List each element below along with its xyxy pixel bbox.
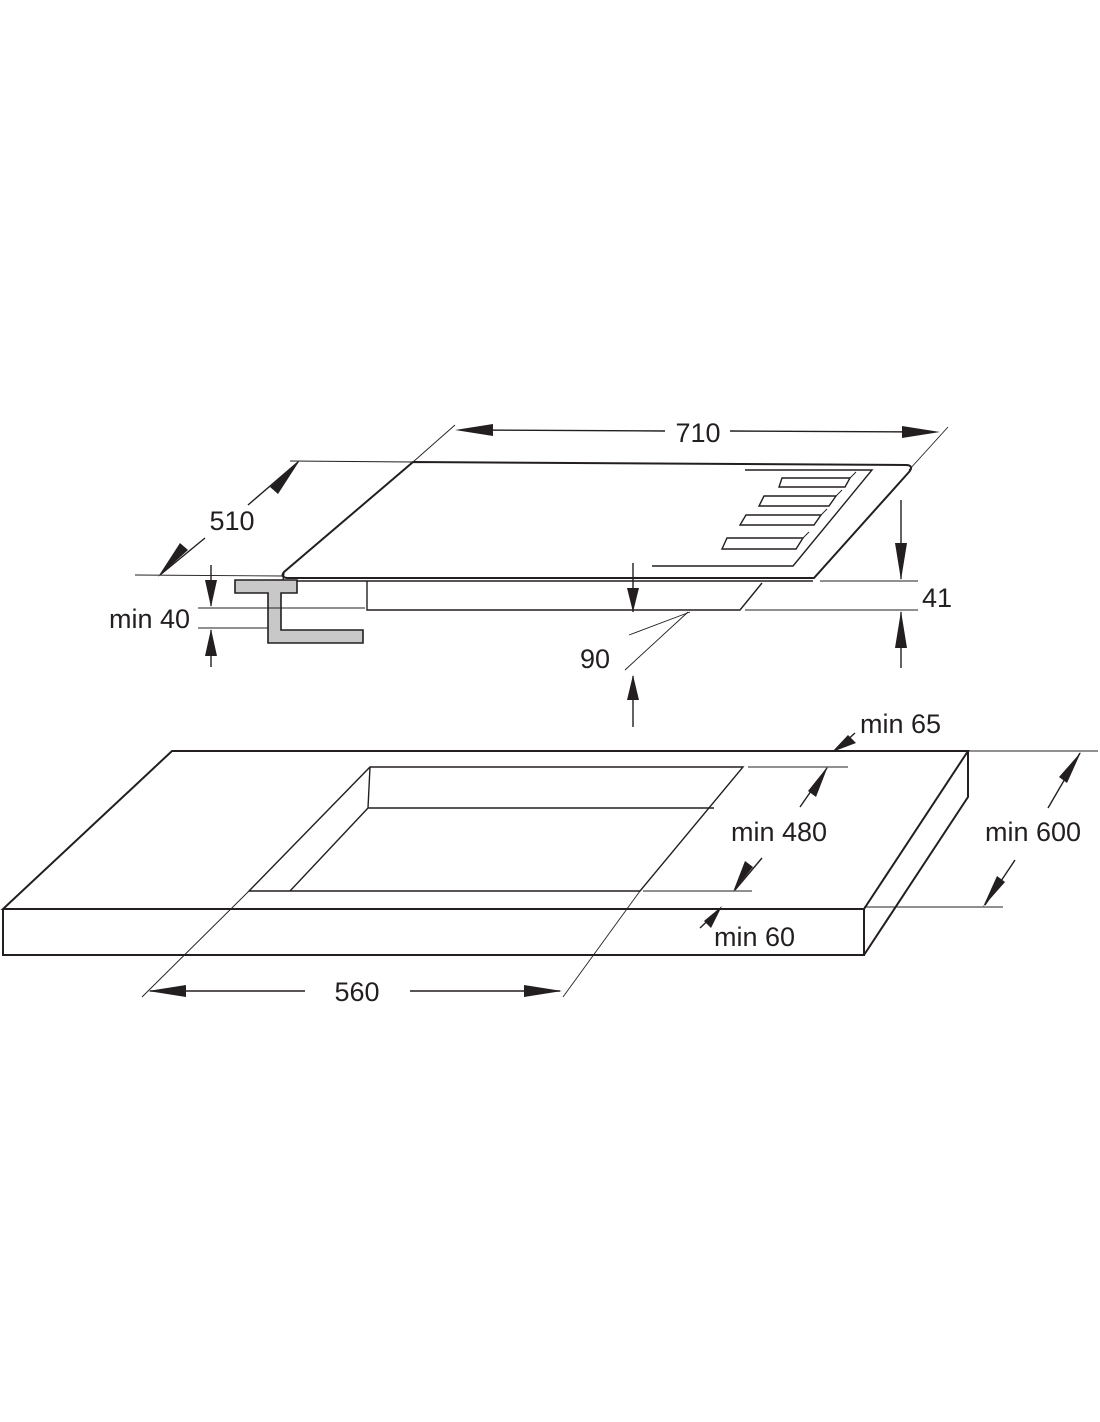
dim-min-480: min 480 [643,766,828,892]
dim-min-65-label: min 65 [860,709,941,739]
dim-min-480-label: min 480 [731,817,827,847]
dim-min-600-label: min 600 [985,817,1081,847]
dim-41-label: 41 [922,583,952,613]
dim-710: 710 [412,418,949,471]
worktop-side-face [863,751,969,956]
dim-90: 90 [580,563,691,727]
hob-control-strip [652,469,874,567]
knob-4 [720,537,805,550]
dim-510-label: 510 [209,506,254,536]
worktop-cutout-inner [289,766,714,892]
dim-min-600: min 600 [864,752,1081,908]
dim-min-65: min 65 [748,709,1098,768]
knob-3 [738,514,823,526]
knob-1 [778,477,852,488]
worktop-front-face [2,909,865,956]
dim-min-60: min 60 [699,906,795,952]
dim-510: 510 [134,460,414,577]
hob-top-plate [281,460,913,579]
hob-appliance [281,460,913,611]
dim-560-label: 560 [334,977,379,1007]
dim-90-label: 90 [580,644,610,674]
dim-min-60-label: min 60 [714,922,795,952]
knob-2 [757,495,838,507]
dim-560: 560 [141,890,641,1007]
hob-plate-edge [282,571,813,582]
worktop [0,750,970,956]
hob-underbody [366,581,763,611]
hob-knobs [720,471,857,550]
dim-710-label: 710 [675,418,720,448]
mounting-bracket [234,579,364,644]
dim-min-40-label: min 40 [109,604,190,634]
dim-min-40: min 40 [109,565,365,667]
dim-41: 41 [745,500,952,668]
worktop-cutout [247,766,745,892]
